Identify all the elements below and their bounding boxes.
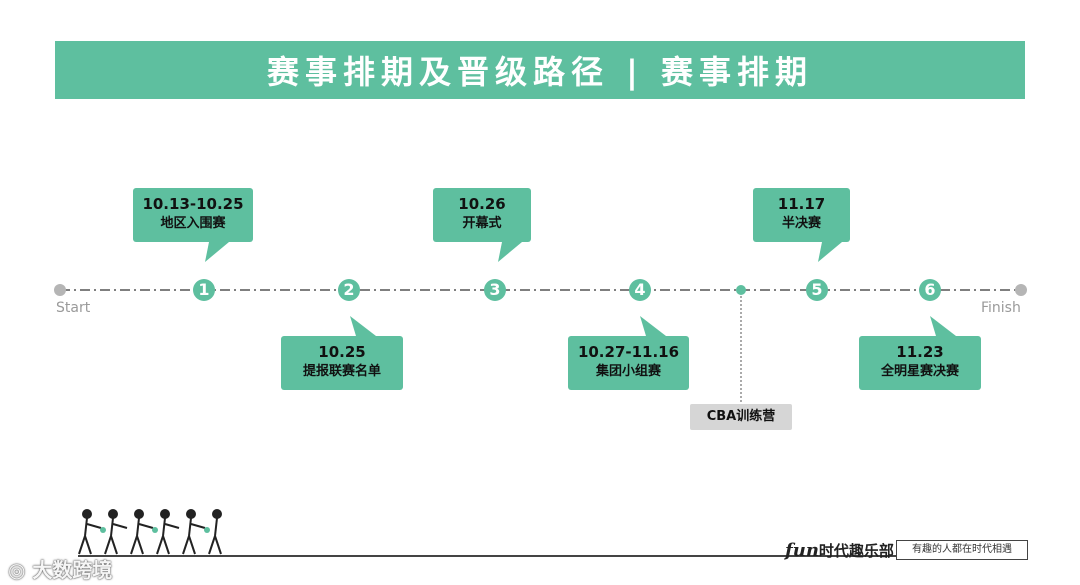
- brand-logo: fun时代趣乐部: [785, 540, 894, 561]
- bubble-tail-2: [350, 316, 376, 336]
- event-bubble-4: 10.27-11.16 集团小组赛: [568, 336, 689, 390]
- cba-dot: [736, 285, 746, 295]
- node-number-1: 1: [198, 280, 210, 299]
- event-date: 11.23: [896, 343, 944, 361]
- node-circle-6: [919, 279, 941, 301]
- watermark-text: 大数跨境: [32, 558, 113, 582]
- node-circle-2: [338, 279, 360, 301]
- event-date: 10.25: [318, 343, 366, 361]
- node-circle-3: [484, 279, 506, 301]
- brand-name: 时代趣乐部: [818, 542, 894, 560]
- event-bubble-2: 10.25 提报联赛名单: [281, 336, 403, 390]
- footer-rule: [78, 555, 1026, 557]
- event-date: 10.13-10.25: [142, 195, 244, 213]
- bubble-tail-4: [640, 316, 666, 336]
- node-circle-4: [629, 279, 651, 301]
- event-date: 10.27-11.16: [577, 343, 680, 361]
- bubble-tail-1: [205, 242, 229, 262]
- bubble-tail-6: [930, 316, 956, 336]
- event-date: 11.17: [777, 195, 826, 213]
- finish-label: Finish: [981, 300, 1021, 316]
- event-name: 全明星赛决赛: [880, 364, 959, 379]
- node-number-6: 6: [924, 280, 936, 299]
- event-name: 地区入围赛: [160, 216, 226, 231]
- node-number-3: 3: [489, 280, 501, 299]
- bubble-tail-5: [818, 242, 842, 262]
- watermark: ◎ 大数跨境: [8, 554, 112, 583]
- node-circle-5: [806, 279, 828, 301]
- node-circle-1: [193, 279, 215, 301]
- finish-dot: [1015, 284, 1027, 296]
- brand-slogan: 有趣的人都在时代相遇: [896, 540, 1028, 560]
- event-name: 集团小组赛: [595, 364, 661, 379]
- cba-camp-label: CBA训练营: [690, 404, 792, 430]
- event-bubble-3: 10.26 开幕式: [433, 188, 531, 242]
- brand-fun: fun: [785, 540, 819, 561]
- event-bubble-5: 11.17 半决赛: [753, 188, 850, 242]
- node-number-4: 4: [634, 280, 646, 299]
- node-number-5: 5: [811, 280, 823, 299]
- event-name: 半决赛: [781, 216, 821, 231]
- node-number-2: 2: [343, 280, 355, 299]
- page-title: 赛事排期及晋级路径 | 赛事排期: [55, 41, 1025, 99]
- players-illustration: [78, 509, 222, 555]
- event-date: 10.26: [458, 195, 506, 213]
- start-dot: [54, 284, 66, 296]
- event-name: 开幕式: [462, 216, 502, 231]
- bubble-tail-3: [498, 242, 522, 262]
- watermark-icon: ◎: [8, 558, 33, 582]
- start-label: Start: [56, 300, 91, 316]
- event-name: 提报联赛名单: [302, 364, 381, 379]
- event-bubble-1: 10.13-10.25 地区入围赛: [133, 188, 253, 242]
- event-bubble-6: 11.23 全明星赛决赛: [859, 336, 981, 390]
